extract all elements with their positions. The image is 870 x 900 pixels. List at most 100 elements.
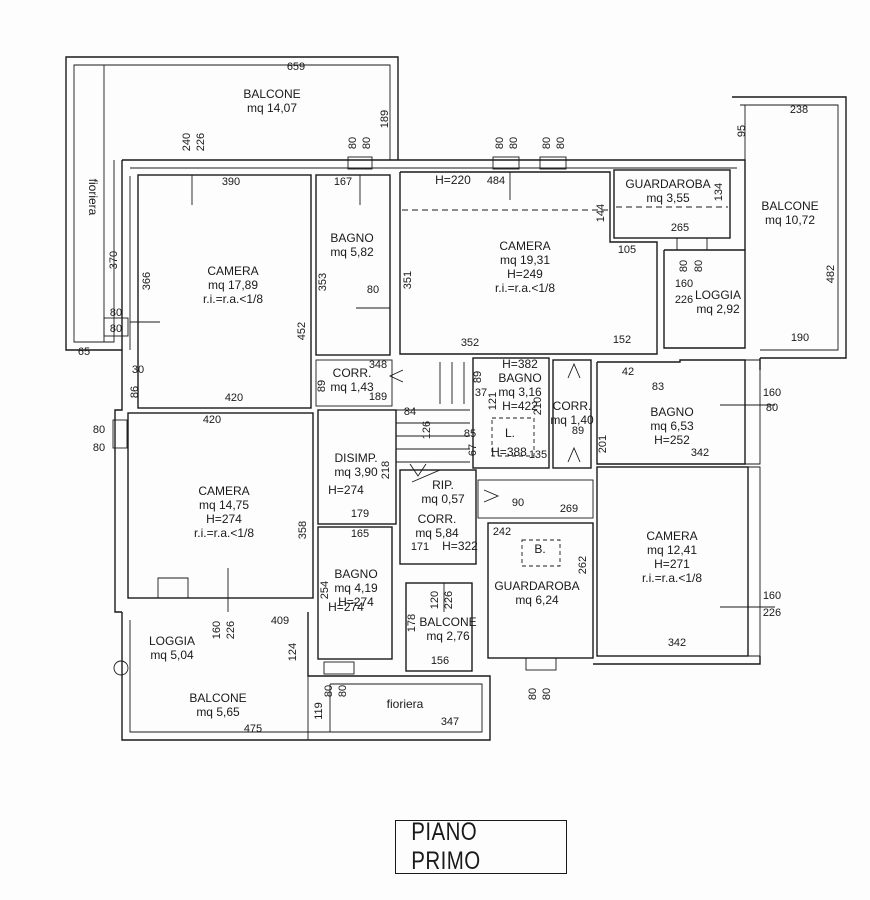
plan-note: fioriera	[86, 179, 100, 216]
dimension-label: 80	[347, 137, 359, 149]
plan-note: H=322	[442, 539, 478, 553]
plan-note: H=274	[328, 483, 364, 497]
room-label-disimp: DISIMP.	[334, 451, 377, 465]
dimension-label: 160	[763, 590, 781, 602]
dimension-label: 178	[406, 614, 418, 632]
dimension-label: 254	[319, 581, 331, 599]
dimension-label: 80	[541, 688, 553, 700]
dimension-label: 85	[464, 428, 476, 440]
dimension-label: 167	[334, 176, 352, 188]
dimension-label: 238	[790, 104, 808, 116]
dimension-label: 342	[668, 637, 686, 649]
room-label-corr-c: mq 5,84	[415, 526, 459, 540]
room-label-camera-nw: mq 17,89	[208, 278, 258, 292]
room-label-guardaroba-s: mq 6,24	[515, 593, 559, 607]
dimension-label: 89	[572, 425, 584, 437]
room-label-bagno-e: BAGNO	[650, 405, 693, 419]
dimension-label: 240	[181, 133, 193, 151]
dimension-label: 80	[93, 424, 105, 436]
dimension-label: 366	[141, 272, 153, 290]
dimension-label: 352	[461, 337, 479, 349]
dimension-label: 409	[271, 615, 289, 627]
dimension-label: 347	[441, 716, 459, 728]
dimension-label: 226	[225, 621, 237, 639]
dimension-label: 342	[691, 447, 709, 459]
dimension-label: 121	[487, 392, 499, 410]
dimension-label: 95	[736, 125, 748, 137]
room-label-corr-w: mq 1,43	[330, 380, 374, 394]
dimension-label: 80	[766, 402, 778, 414]
dimension-label: 242	[493, 526, 511, 538]
room-label-balcone-ne: mq 10,72	[765, 213, 815, 227]
room-label-loggia-sw: mq 5,04	[150, 648, 194, 662]
dimension-label: 80	[110, 307, 122, 319]
dimension-label: 475	[244, 723, 262, 735]
dimension-label: 80	[323, 685, 335, 697]
dimension-label: 189	[369, 391, 387, 403]
room-label-bagno-s: BAGNO	[334, 567, 377, 581]
dimension-label: 265	[671, 222, 689, 234]
dimension-label: 152	[613, 334, 631, 346]
room-label-bagno-n: BAGNO	[330, 231, 373, 245]
dimension-label: 160	[211, 621, 223, 639]
plan-notes: fiorierafiorieraH=220H=274H=322H=274H=38…	[86, 173, 546, 711]
room-label-bagno-s: H=274	[338, 595, 374, 609]
dimension-label: 262	[577, 556, 589, 574]
room-label-camera-se: r.i.=r.a.<1/8	[642, 571, 702, 585]
room-label-balcone-sw: BALCONE	[189, 691, 246, 705]
dimension-label: 351	[402, 271, 414, 289]
dimension-label: 370	[108, 251, 120, 269]
room-label-bagno-n: mq 5,82	[330, 245, 374, 259]
dimension-label: 83	[652, 381, 664, 393]
dimension-label: 160	[763, 387, 781, 399]
room-label-balcone-nw: mq 14,07	[247, 101, 297, 115]
room-label-bagno-c: mq 3,16	[498, 385, 542, 399]
dimension-label: 124	[287, 643, 299, 661]
dimension-label: 189	[379, 110, 391, 128]
room-label-balcone-ne: BALCONE	[761, 199, 818, 213]
dimension-label: 126	[421, 421, 433, 439]
room-label-camera-w: mq 14,75	[199, 498, 249, 512]
dimension-label: 42	[622, 366, 634, 378]
dimension-label: 482	[825, 265, 837, 283]
room-label-camera-n: mq 19,31	[500, 253, 550, 267]
dimension-label: 80	[361, 137, 373, 149]
room-label-camera-w: r.i.=r.a.<1/8	[194, 526, 254, 540]
room-label-guardaroba-ne: GUARDAROBA	[625, 177, 710, 191]
dimension-label: 80	[693, 260, 705, 272]
dimension-label: 80	[541, 137, 553, 149]
dimension-label: 84	[404, 406, 416, 418]
plan-note: H=388	[491, 445, 527, 459]
dimension-label: 390	[222, 176, 240, 188]
dimension-label: 353	[317, 273, 329, 291]
room-label-camera-n: r.i.=r.a.<1/8	[495, 281, 555, 295]
room-label-camera-nw: CAMERA	[207, 264, 258, 278]
room-label-corr-w: CORR.	[333, 366, 372, 380]
dimension-label: 90	[512, 497, 524, 509]
dimension-label: 210	[532, 397, 544, 415]
dimension-label: 348	[369, 359, 387, 371]
dimension-label: 80	[508, 137, 520, 149]
dimension-label: 156	[431, 655, 449, 667]
dimension-label: 269	[560, 503, 578, 515]
room-label-rip: mq 0,57	[421, 492, 465, 506]
dimension-label: 179	[351, 508, 369, 520]
room-label-loggia-e: mq 2,92	[696, 302, 740, 316]
dimension-label: 171	[411, 541, 429, 553]
room-label-disimp: mq 3,90	[334, 465, 378, 479]
room-label-balcone-s: BALCONE	[419, 615, 476, 629]
dimension-label: 165	[351, 528, 369, 540]
dimension-label: 144	[595, 204, 607, 222]
dimension-label: 201	[597, 435, 609, 453]
room-label-bagno-e: mq 6,53	[650, 419, 694, 433]
dimension-label: 659	[287, 61, 305, 73]
room-label-camera-se: mq 12,41	[647, 543, 697, 557]
title-block: PIANO PRIMO	[395, 818, 567, 875]
dimension-label: 484	[487, 175, 505, 187]
room-label-balcone-s: mq 2,76	[426, 629, 470, 643]
plan-note: B.	[534, 542, 545, 556]
room-label-bagno-e: H=252	[654, 433, 690, 447]
dimension-label: 358	[297, 521, 309, 539]
room-label-camera-n: H=249	[507, 267, 543, 281]
